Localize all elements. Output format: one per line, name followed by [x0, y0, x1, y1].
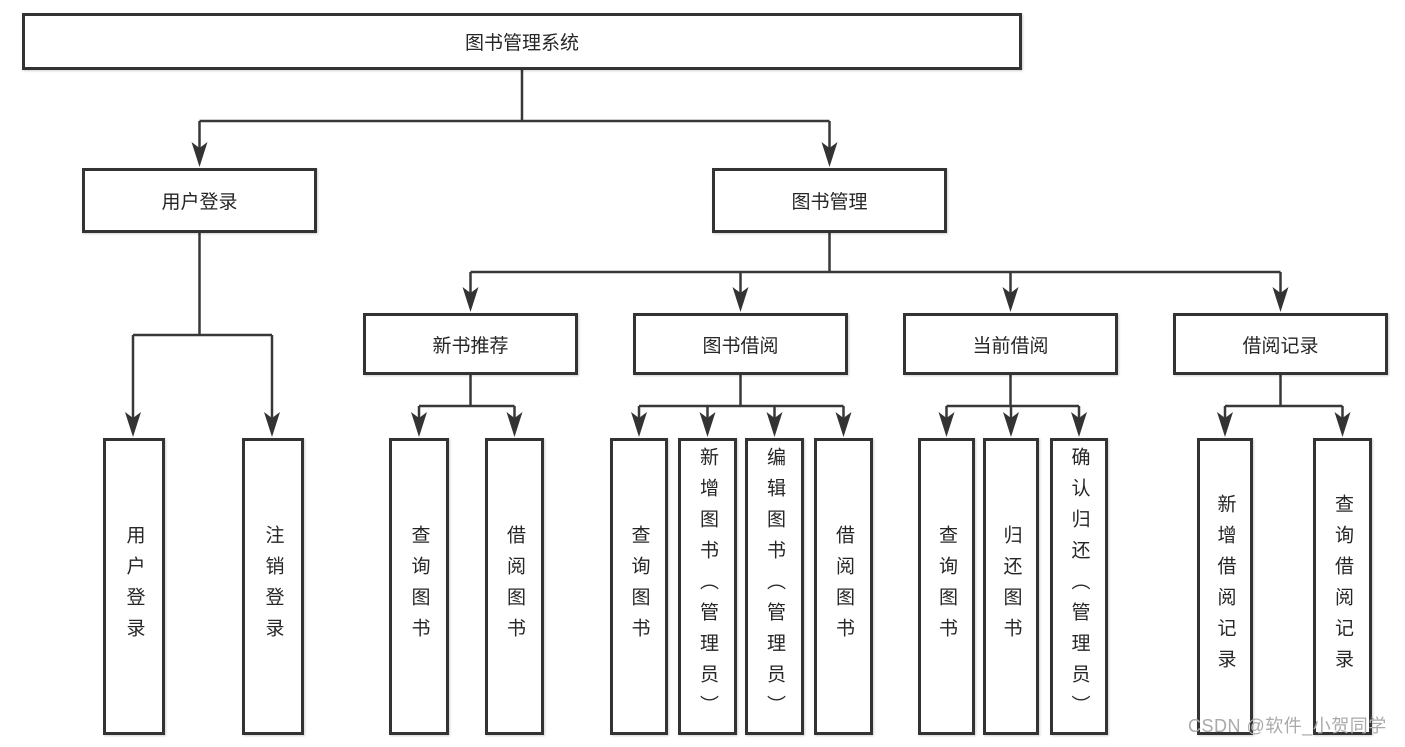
node-current-borrowing: 当前借阅 — [903, 313, 1118, 375]
node-label: 查询借阅记录 — [1332, 493, 1353, 680]
node-label: 查询图书 — [628, 524, 650, 649]
leaf-edit-book-admin: 编辑图书（管理员） — [745, 438, 804, 735]
node-label: 当前借阅 — [972, 335, 1049, 357]
leaf-user-login: 用户登录 — [103, 438, 165, 735]
node-label: 查询图书 — [408, 524, 430, 649]
node-book-management: 图书管理 — [712, 168, 947, 233]
node-label: 借阅记录 — [1242, 335, 1319, 357]
node-book-borrowing: 图书借阅 — [633, 313, 848, 375]
node-label: 图书管理系统 — [464, 33, 579, 54]
node-label: 借阅图书 — [504, 524, 525, 649]
node-label: 新增图书（管理员） — [697, 447, 718, 726]
node-label: 注销登录 — [262, 524, 284, 649]
leaf-add-book-admin: 新增图书（管理员） — [678, 438, 737, 735]
tree-edges — [131, 70, 1344, 422]
node-label: 新书推荐 — [432, 335, 509, 357]
node-label: 归还图书 — [1000, 524, 1022, 649]
node-label: 用户登录 — [161, 192, 238, 213]
leaf-return-book: 归还图书 — [983, 438, 1039, 735]
leaf-query-books-borrowing: 查询图书 — [610, 438, 668, 735]
leaf-borrow-books-recommend: 借阅图书 — [485, 438, 544, 735]
node-label: 确认归还（管理员） — [1068, 447, 1090, 726]
leaf-query-books-current: 查询图书 — [918, 438, 975, 735]
node-label: 图书借阅 — [702, 335, 779, 357]
node-user-login: 用户登录 — [82, 168, 317, 233]
node-label: 新增借阅记录 — [1214, 493, 1236, 680]
node-label: 编辑图书（管理员） — [764, 447, 785, 726]
node-label: 用户登录 — [123, 524, 145, 649]
csdn-watermark: CSDN @软件_小贺同学 — [1188, 716, 1387, 736]
leaf-logout: 注销登录 — [242, 438, 304, 735]
node-new-book-recommendation: 新书推荐 — [363, 313, 578, 375]
node-label: 查询图书 — [936, 524, 957, 649]
leaf-query-borrow-record: 查询借阅记录 — [1313, 438, 1372, 735]
node-label: 图书管理 — [791, 192, 868, 213]
node-label: 借阅图书 — [833, 524, 854, 649]
leaf-confirm-return-admin: 确认归还（管理员） — [1050, 438, 1108, 735]
node-borrowing-records: 借阅记录 — [1173, 313, 1388, 375]
leaf-borrow-books: 借阅图书 — [814, 438, 873, 735]
leaf-add-borrow-record: 新增借阅记录 — [1197, 438, 1253, 735]
node-library-management-system: 图书管理系统 — [22, 13, 1022, 70]
arrowhead-icons — [125, 142, 1351, 437]
leaf-query-books-recommend: 查询图书 — [389, 438, 449, 735]
